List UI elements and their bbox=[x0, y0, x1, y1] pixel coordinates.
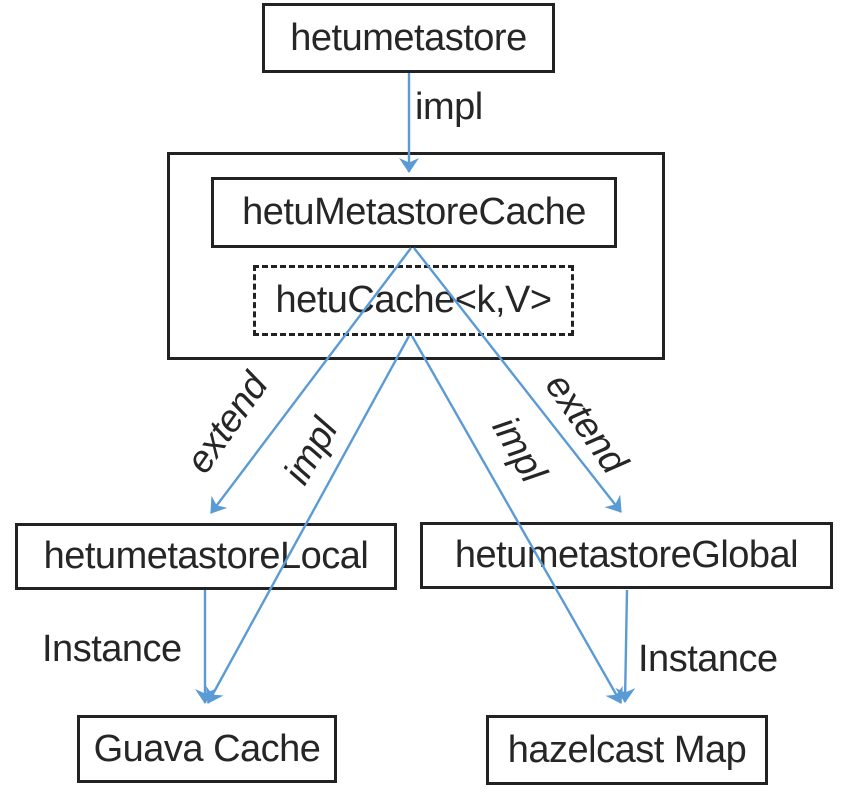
node-guava-cache: Guava Cache bbox=[77, 715, 337, 783]
node-hetumetastorelocal: hetumetastoreLocal bbox=[15, 523, 397, 590]
node-hetumetastorecache: hetuMetastoreCache bbox=[211, 177, 617, 248]
arrow-instance-right bbox=[615, 589, 636, 703]
edge-label-impl-top: impl bbox=[415, 86, 483, 128]
node-hetumetastoreglobal: hetumetastoreGlobal bbox=[420, 522, 833, 589]
edge-label-instance-right: Instance bbox=[638, 638, 778, 680]
node-hetumetastore: hetumetastore bbox=[262, 3, 555, 73]
node-hetumetastorelocal-label: hetumetastoreLocal bbox=[43, 535, 369, 577]
node-hetumetastoreglobal-label: hetumetastoreGlobal bbox=[454, 534, 799, 576]
node-hetucache: hetuCache<k,V> bbox=[253, 265, 574, 336]
edge-label-impl-left: impl bbox=[276, 411, 347, 492]
node-hetumetastorecache-label: hetuMetastoreCache bbox=[242, 191, 586, 233]
edge-label-extend-left: extend bbox=[178, 365, 277, 482]
node-hetucache-label: hetuCache<k,V> bbox=[275, 279, 552, 321]
node-guava-cache-label: Guava Cache bbox=[93, 727, 321, 770]
node-hazelcast-map-label: hazelcast Map bbox=[507, 728, 747, 771]
node-hazelcast-map: hazelcast Map bbox=[486, 715, 768, 785]
arrow-impl-right bbox=[410, 335, 623, 704]
edge-label-impl-right: impl bbox=[483, 409, 554, 490]
node-hetumetastore-label: hetumetastore bbox=[290, 16, 527, 59]
edge-label-instance-left: Instance bbox=[42, 628, 182, 670]
